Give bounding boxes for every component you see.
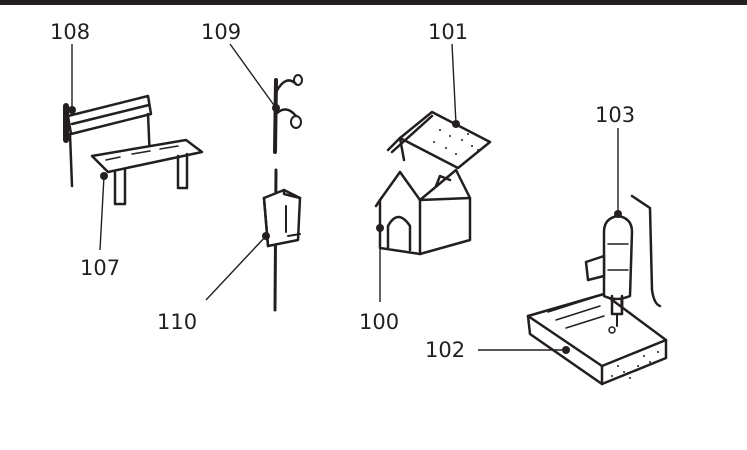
- leader-dots: [68, 104, 622, 354]
- callout-107: 107: [80, 256, 121, 280]
- top-rule: [0, 0, 747, 5]
- callout-101: 101: [428, 20, 469, 44]
- callout-100: 100: [359, 310, 400, 334]
- bench-drawing: [63, 94, 204, 206]
- callout-109: 109: [201, 20, 242, 44]
- callout-102: 102: [425, 338, 466, 362]
- callout-110: 110: [157, 310, 198, 334]
- callout-108: 108: [50, 20, 91, 44]
- dog-house-drawing: [374, 110, 492, 256]
- stipple-texture: [433, 129, 659, 379]
- drill-stand-drawing: [526, 194, 668, 386]
- callout-103: 103: [595, 103, 636, 127]
- leader-lines: [71, 43, 619, 351]
- signal-box-drawing: [262, 168, 302, 312]
- lamp-post-drawing: [273, 74, 303, 154]
